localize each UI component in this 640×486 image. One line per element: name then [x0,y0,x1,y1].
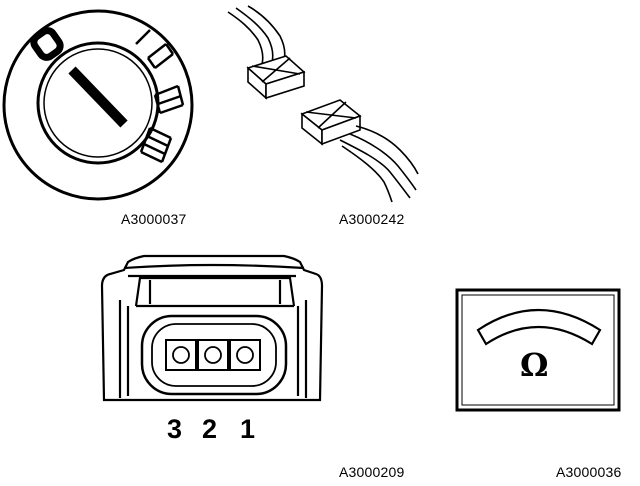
position-1-marker [135,29,151,45]
ohm-symbol-icon: Ω [520,346,549,384]
pin-cavity-3 [165,339,197,371]
ignition-switch-figure [2,9,194,201]
figure-code-wire-connector: A3000242 [339,211,405,227]
ohmmeter-scale [476,308,602,346]
wire-connector-figure [227,5,419,203]
pin-label-1: 1 [240,414,256,444]
key-slot [68,66,128,128]
position-2-marker [146,43,175,69]
position-0-marker [30,27,64,61]
figure-code-connector-3pin: A3000209 [339,464,405,480]
connector-half-bottom [300,99,362,146]
pin-cavity-2 [197,339,229,371]
pin-label-3: 3 [167,414,183,444]
ohmmeter-figure [455,288,621,412]
pin-socket-oval [140,314,288,396]
position-3-marker [153,84,185,115]
position-4-marker [139,126,173,164]
pin-cavity-1 [229,339,261,371]
connector-half-top [246,55,306,100]
figure-code-ohmmeter: A3000036 [556,464,622,480]
connector-3pin-figure [100,254,324,402]
figure-code-ignition-switch: A3000037 [121,211,187,227]
pin-label-2: 2 [202,414,218,444]
